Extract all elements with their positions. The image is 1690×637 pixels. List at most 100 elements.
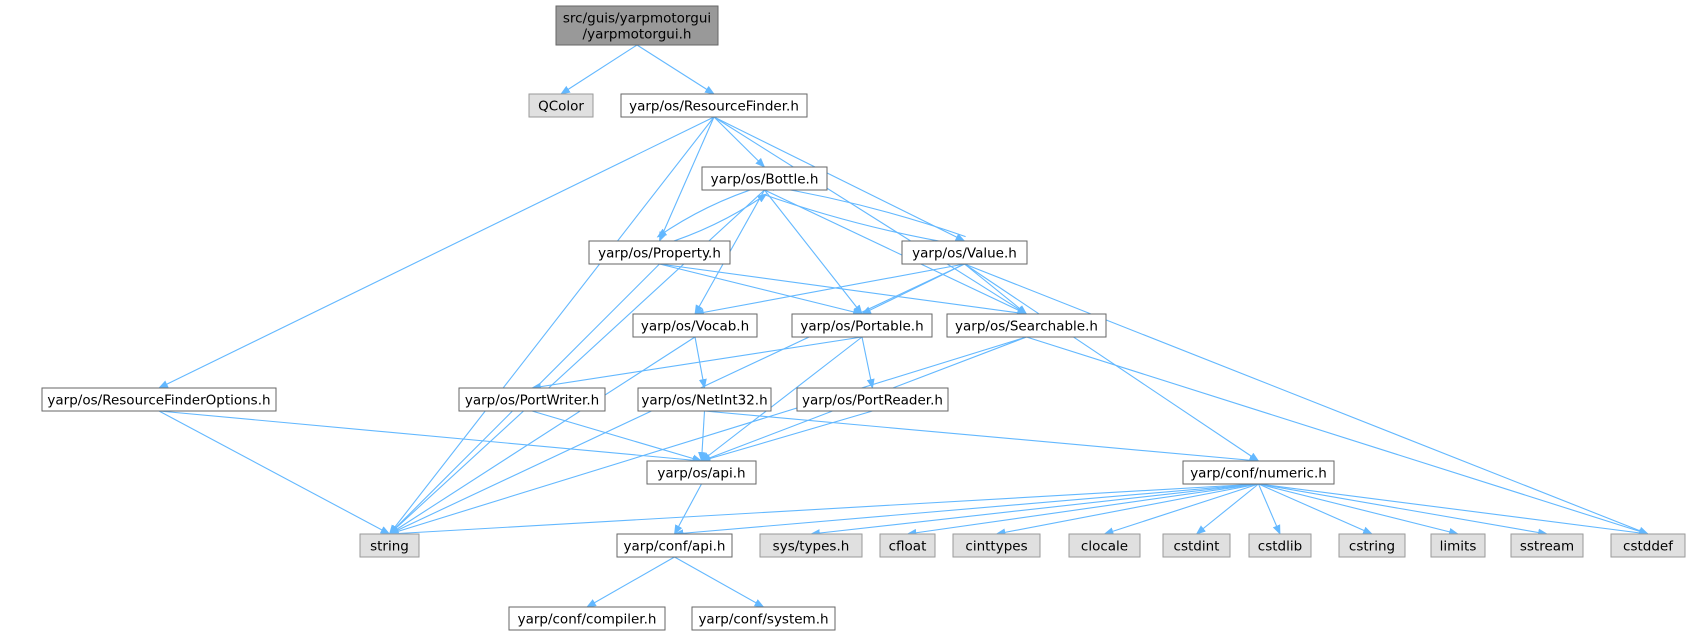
node-cinttypes: cinttypes xyxy=(952,533,1041,558)
edges-layer xyxy=(158,44,1649,608)
edge-bottle-to-value xyxy=(763,193,965,248)
node-box xyxy=(1338,533,1406,558)
edge-confapi-to-compiler xyxy=(586,556,675,608)
node-box xyxy=(458,387,606,412)
node-vocab[interactable]: yarp/os/Vocab.h xyxy=(632,313,758,338)
node-osapi[interactable]: yarp/os/api.h xyxy=(646,460,757,485)
node-cstddef: cstddef xyxy=(1610,533,1686,558)
node-cstring: cstring xyxy=(1338,533,1406,558)
edge-netint32-to-osapi xyxy=(698,410,706,462)
node-box xyxy=(691,606,836,631)
node-box xyxy=(555,5,719,46)
node-label: yarp/os/Portable.h xyxy=(800,319,923,335)
edge-resourcefinder-to-searchable xyxy=(713,116,1028,315)
node-compiler[interactable]: yarp/conf/compiler.h xyxy=(508,606,666,631)
node-label: QColor xyxy=(538,99,584,115)
node-resourcefinder[interactable]: yarp/os/ResourceFinder.h xyxy=(620,93,808,118)
edge-property-to-portable xyxy=(659,263,863,316)
node-string: string xyxy=(359,533,420,558)
edge-resourcefinder-to-rfoptions xyxy=(158,116,715,389)
node-box xyxy=(637,387,772,412)
node-searchable[interactable]: yarp/os/Searchable.h xyxy=(946,313,1107,338)
edge-numeric-to-cfloat xyxy=(906,483,1259,537)
edge-rfoptions-to-string xyxy=(158,410,391,535)
edge-value-to-vocab xyxy=(694,263,965,317)
edge-osapi-to-confapi xyxy=(674,483,702,535)
edge-numeric-to-cstddef xyxy=(1258,483,1649,537)
edge-searchable-to-string xyxy=(388,336,1027,536)
edge-numeric-to-limits xyxy=(1258,483,1459,536)
node-value[interactable]: yarp/os/Value.h xyxy=(901,240,1028,265)
node-label: sys/types.h xyxy=(773,539,850,555)
node-box xyxy=(528,93,594,118)
edge-numeric-to-cinttypes xyxy=(995,483,1259,537)
node-label: clocale xyxy=(1081,539,1128,555)
node-box xyxy=(791,313,933,338)
node-box xyxy=(620,93,808,118)
node-numeric[interactable]: yarp/conf/numeric.h xyxy=(1182,460,1335,485)
edge-netint32-to-numeric xyxy=(704,410,1260,465)
edge-numeric-to-cstdint xyxy=(1195,483,1259,535)
edge-property-to-searchable xyxy=(659,263,1028,317)
node-box xyxy=(759,533,863,558)
node-box xyxy=(588,240,731,265)
node-property[interactable]: yarp/os/Property.h xyxy=(588,240,731,265)
edge-vocab-to-string xyxy=(388,336,696,535)
node-label: yarp/os/Searchable.h xyxy=(955,319,1098,335)
node-label: yarp/os/Property.h xyxy=(598,246,721,262)
node-rfoptions[interactable]: yarp/os/ResourceFinderOptions.h xyxy=(41,387,277,412)
node-box xyxy=(632,313,758,338)
node-portable[interactable]: yarp/os/Portable.h xyxy=(791,313,933,338)
node-label: yarp/conf/compiler.h xyxy=(518,612,657,628)
node-box xyxy=(952,533,1041,558)
node-box xyxy=(1248,533,1312,558)
node-box xyxy=(901,240,1028,265)
edge-confapi-to-system xyxy=(674,556,765,608)
node-clocale: clocale xyxy=(1068,533,1141,558)
node-systypes: sys/types.h xyxy=(759,533,863,558)
node-portreader[interactable]: yarp/os/PortReader.h xyxy=(796,387,949,412)
node-limits: limits xyxy=(1430,533,1486,558)
node-label: yarp/os/Bottle.h xyxy=(711,172,819,188)
edge-numeric-to-systypes xyxy=(810,483,1259,537)
node-label: yarp/os/Vocab.h xyxy=(641,319,749,335)
node-portwriter[interactable]: yarp/os/PortWriter.h xyxy=(458,387,606,412)
edge-portable-to-portreader xyxy=(861,336,875,389)
edge-bottle-to-portable xyxy=(764,189,863,315)
edge-value-to-numeric xyxy=(964,263,1260,462)
node-box xyxy=(1610,533,1686,558)
edge-portwriter-to-osapi xyxy=(531,410,703,463)
node-bottle[interactable]: yarp/os/Bottle.h xyxy=(701,166,828,191)
node-label: /yarpmotorgui.h xyxy=(583,27,692,43)
nodes-layer: src/guis/yarpmotorgui/yarpmotorgui.hQCol… xyxy=(41,5,1686,631)
edge-portable-to-portwriter xyxy=(531,336,863,391)
node-label: cfloat xyxy=(889,539,927,555)
node-sstream: sstream xyxy=(1510,533,1584,558)
node-label: sstream xyxy=(1520,539,1574,555)
edge-numeric-to-string xyxy=(388,483,1259,538)
edge-value-to-cstddef xyxy=(964,263,1649,535)
edge-searchable-to-cstddef xyxy=(1026,336,1649,536)
edge-resourcefinder-to-property xyxy=(658,116,715,242)
edge-bottle-to-searchable xyxy=(764,189,1028,315)
node-qcolor: QColor xyxy=(528,93,594,118)
edge-numeric-to-confapi xyxy=(673,483,1259,538)
edge-portreader-to-osapi xyxy=(700,410,873,463)
node-cstdlib: cstdlib xyxy=(1248,533,1312,558)
node-label: yarp/conf/api.h xyxy=(624,539,726,555)
edge-numeric-to-sstream xyxy=(1258,483,1548,537)
node-box xyxy=(1068,533,1141,558)
node-netint32[interactable]: yarp/os/NetInt32.h xyxy=(637,387,772,412)
node-box xyxy=(946,313,1107,338)
node-label: yarp/conf/system.h xyxy=(698,612,828,628)
node-confapi[interactable]: yarp/conf/api.h xyxy=(616,533,733,558)
node-label: yarp/os/NetInt32.h xyxy=(641,393,767,409)
node-system[interactable]: yarp/conf/system.h xyxy=(691,606,836,631)
node-label: cinttypes xyxy=(965,539,1027,555)
node-label: string xyxy=(370,539,409,555)
node-label: cstddef xyxy=(1623,539,1674,555)
node-label: cstring xyxy=(1349,539,1395,555)
node-root[interactable]: src/guis/yarpmotorgui/yarpmotorgui.h xyxy=(555,5,719,46)
edge-rfoptions-to-osapi xyxy=(158,410,703,465)
